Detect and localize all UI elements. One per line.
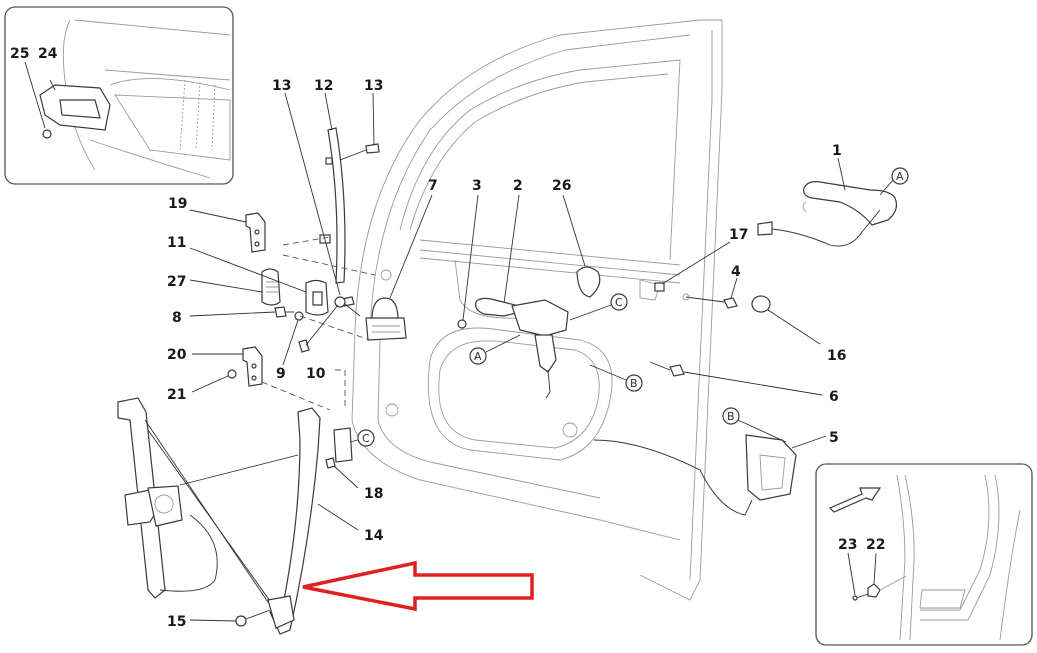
part-label-18: 18 [364,486,383,502]
part-10-bolt [298,296,361,353]
part-17-clip [654,282,665,292]
part-label-3: 3 [472,178,482,194]
part-label-11: 11 [167,235,186,251]
inset-trim-panel: 25 24 [4,6,234,185]
part-label-1: 1 [832,143,842,159]
part-18-bolt [325,457,336,469]
part-21-nut [227,369,237,379]
door-frame [351,19,723,601]
part-label-16: 16 [827,348,846,364]
part-label-5: 5 [829,430,839,446]
part-8-bolt [274,306,294,318]
part-label-27: 27 [167,274,186,290]
part-label-24: 24 [38,46,58,62]
part-label-20: 20 [167,347,187,363]
part-26-plug [576,266,601,298]
part-11-bumper [305,279,329,316]
direction-arrow-icon [828,487,882,513]
part-12-guide-rail [319,127,380,307]
part-6-bolt [649,361,685,377]
part-label-8: 8 [172,310,182,326]
inset-door-pillar: 23 22 [815,463,1033,646]
callout-c-door: C [615,296,623,309]
callout-b-lock: B [630,377,638,390]
part-4-bolt [682,293,738,309]
part-7-actuator [365,297,407,341]
part-14-window-regulator [117,397,353,635]
callout-b-lock-part: B [727,410,735,423]
part-label-14: 14 [364,528,384,544]
part-2-inner-handle [475,297,569,399]
part-16-cap [751,295,771,313]
callout-a-lock: A [474,350,482,363]
callout-c-regulator: C [362,432,370,445]
part-label-2: 2 [513,178,523,194]
part-1-outer-handle [757,181,898,247]
reference-callouts: A B C [469,293,643,392]
part-label-23: 23 [838,537,857,553]
part-9-washer [294,311,304,321]
part-label-4: 4 [731,264,741,280]
part-22-striker [867,583,881,598]
part-label-7: 7 [428,178,438,194]
part-19-hinge [245,212,266,253]
part-label-15: 15 [167,614,186,630]
part-label-12: 12 [314,78,333,94]
part-label-10: 10 [306,366,326,382]
part-27-cover [261,268,281,306]
part-label-9: 9 [276,366,286,382]
part-15-nut [235,615,247,627]
part-label-21: 21 [167,387,186,403]
part-label-13-right: 13 [364,78,383,94]
part-label-26: 26 [552,178,571,194]
part-label-17: 17 [729,227,748,243]
part-label-22: 22 [866,537,885,553]
part-label-13-left: 13 [272,78,291,94]
part-label-6: 6 [829,389,839,405]
part-3-nut [457,319,467,329]
part-label-19: 19 [168,196,187,212]
part-20-hinge [242,346,263,387]
part-label-25: 25 [10,46,29,62]
highlight-arrow [302,560,534,612]
callout-a-handle: A [896,170,904,183]
